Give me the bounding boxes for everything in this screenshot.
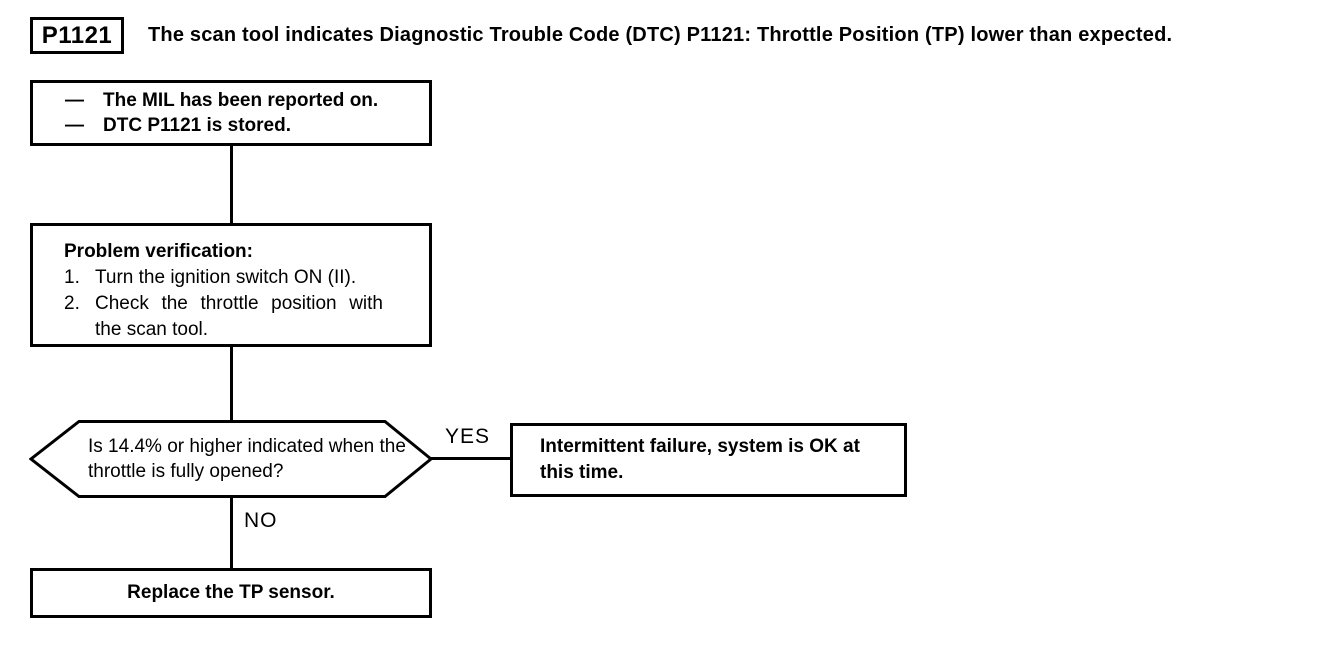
connector-line-vertical xyxy=(230,146,233,223)
status-item-text: The MIL has been reported on. xyxy=(103,90,379,111)
yes-label: YES xyxy=(445,425,491,448)
replace-sensor-box: Replace the TP sensor. xyxy=(30,568,432,618)
step-number: 1. xyxy=(64,267,80,288)
intermittent-failure-text: Intermittent failure, system is OK at th… xyxy=(540,436,860,483)
dash-bullet: — xyxy=(65,90,84,111)
verification-step: 2. Check the throttle position with the … xyxy=(64,291,411,343)
hexagon-shape xyxy=(29,420,433,498)
status-item: — The MIL has been reported on. xyxy=(65,88,429,113)
connector-line-vertical xyxy=(230,347,233,420)
status-item-text: DTC P1121 is stored. xyxy=(103,115,291,136)
decision-question: Is 14.4% or higher indicated when the th… xyxy=(88,436,406,482)
header: P1121 The scan tool indicates Diagnostic… xyxy=(30,17,1172,54)
dtc-code: P1121 xyxy=(41,21,113,49)
verification-title: Problem verification: xyxy=(64,241,253,262)
step-number: 2. xyxy=(64,293,80,314)
step-text: Turn the ignition switch ON (II). xyxy=(95,267,357,288)
decision-hexagon: Is 14.4% or higher indicated when the th… xyxy=(29,420,433,498)
step-text: Check the throttle position with the sca… xyxy=(95,293,383,340)
dtc-description: The scan tool indicates Diagnostic Troub… xyxy=(148,24,1173,46)
dtc-code-box: P1121 xyxy=(30,17,124,54)
yes-connector-line xyxy=(431,457,511,460)
problem-verification-box: Problem verification: 1. Turn the igniti… xyxy=(30,223,432,347)
dash-bullet: — xyxy=(65,115,84,136)
replace-sensor-text: Replace the TP sensor. xyxy=(127,582,335,603)
status-item: — DTC P1121 is stored. xyxy=(65,113,429,138)
no-label: NO xyxy=(244,509,278,532)
connector-line-vertical xyxy=(230,496,233,568)
status-box: — The MIL has been reported on. — DTC P1… xyxy=(30,80,432,146)
verification-step: 1. Turn the ignition switch ON (II). xyxy=(64,265,411,291)
intermittent-failure-box: Intermittent failure, system is OK at th… xyxy=(510,423,907,497)
